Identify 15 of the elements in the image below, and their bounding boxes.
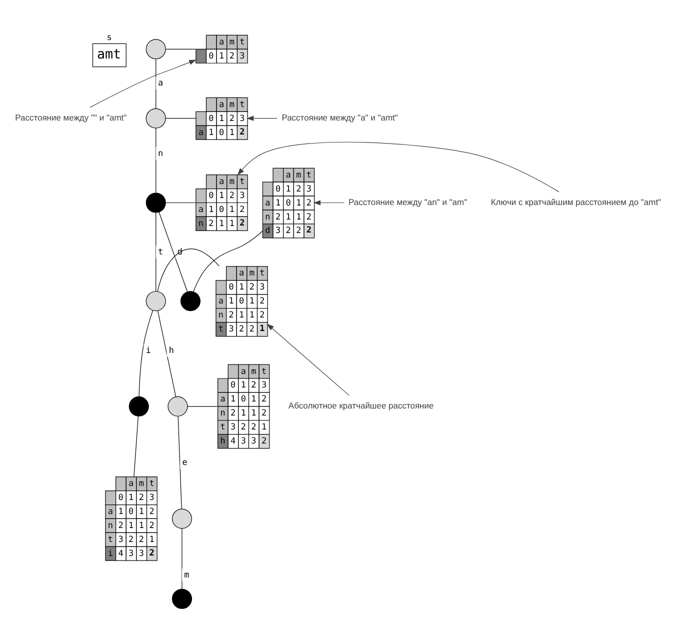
node-text: a m t 0 1 2 3 a 1 0 1 2 n 2 1 1 2 t 3 2 2 1 i 4 3 3 2 xyxy=(108,479,154,559)
edge-label: h xyxy=(168,346,174,356)
node-text: Ключи с кратчайшим расстоянием до "amt" xyxy=(490,196,662,207)
node-text: a m t 0 1 2 3 a 1 0 1 2 xyxy=(198,100,245,138)
edge-label: m xyxy=(184,570,190,580)
node-label: s xyxy=(106,33,112,44)
node-text: Абсолютное кратчайшее расстояние xyxy=(288,400,434,411)
edge-label: t xyxy=(158,247,164,258)
edge-label: e xyxy=(182,458,188,468)
edge-label: i xyxy=(146,346,151,356)
edge-label: a xyxy=(158,78,164,89)
node-text: Расстояние между "an" и "am" xyxy=(348,196,468,207)
node-text: Расстояние между "" и "amt" xyxy=(15,112,127,123)
node-text: Расстояние между "a" и "amt" xyxy=(282,112,398,123)
edge-label: n xyxy=(158,149,164,160)
